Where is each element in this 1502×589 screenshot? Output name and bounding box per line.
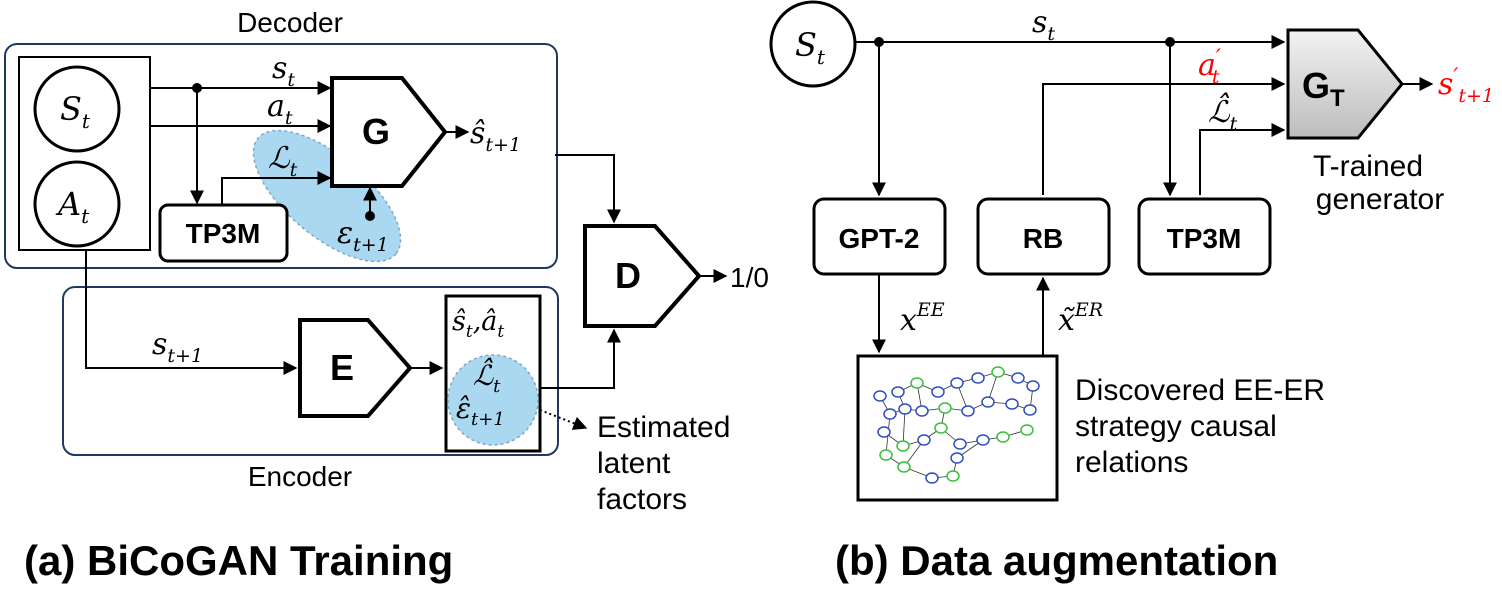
causal-node bbox=[976, 434, 990, 446]
enc-input-label: st+1 bbox=[152, 327, 203, 367]
causal-node bbox=[996, 431, 1010, 443]
tp3m-to-g-arrow bbox=[221, 171, 332, 205]
state-node-label: St bbox=[60, 90, 91, 133]
causal-node bbox=[1026, 380, 1040, 392]
tp3m-box-a bbox=[158, 203, 289, 263]
tp3m-label-a: TP3M bbox=[186, 218, 261, 249]
state-node-b-label: St bbox=[795, 26, 826, 69]
panel-a: Decoder Encoder St At G TP3M st at ℒt εt… bbox=[4, 7, 769, 584]
input-at-label: at bbox=[267, 89, 293, 129]
state-node-st bbox=[33, 65, 121, 153]
causal-node bbox=[931, 386, 945, 398]
d-output-label: 1/0 bbox=[730, 262, 769, 293]
causal-node bbox=[873, 390, 887, 402]
causal-node bbox=[891, 386, 905, 398]
enc-out-L-label: ℒ̂t bbox=[473, 357, 501, 397]
noise-label: εt+1 bbox=[337, 216, 389, 256]
causal-node bbox=[879, 449, 893, 461]
causal-node bbox=[934, 422, 948, 434]
gt-output-label: s′t+1 bbox=[1438, 65, 1494, 107]
causal-node bbox=[981, 396, 995, 408]
causal-node bbox=[915, 405, 929, 417]
causal-node bbox=[925, 472, 939, 484]
generator-g bbox=[330, 76, 448, 188]
discriminator-d bbox=[583, 224, 702, 328]
tp3m-label-b: TP3M bbox=[1167, 223, 1242, 254]
encoder-e-label: E bbox=[330, 347, 354, 388]
a-prime-label: a′t bbox=[1198, 46, 1221, 88]
state-node-b bbox=[769, 0, 857, 88]
causal-edge bbox=[902, 408, 906, 447]
st1-to-e-arrow bbox=[85, 250, 298, 375]
causal-node bbox=[883, 408, 897, 420]
g-output-to-d-arrow bbox=[555, 154, 621, 224]
g-output-label: ŝt+1 bbox=[470, 116, 521, 156]
enc-out-eps-label: ε̂t+1 bbox=[456, 392, 505, 430]
discriminator-d-label: D bbox=[615, 255, 641, 296]
generator-gt-label: GT bbox=[1302, 65, 1345, 112]
tp3m-box-b bbox=[1137, 197, 1272, 276]
encoder-e bbox=[298, 318, 413, 418]
gen-caption-line1: T-rained bbox=[1313, 150, 1423, 183]
action-node-at bbox=[33, 160, 121, 248]
decoder-label: Decoder bbox=[237, 7, 343, 38]
causal-node bbox=[898, 403, 912, 415]
latent-lt-label: ℒt bbox=[268, 141, 298, 181]
gpt2-label: GPT-2 bbox=[839, 223, 920, 254]
causal-node bbox=[896, 440, 910, 452]
causal-node bbox=[877, 426, 891, 438]
causal-node bbox=[950, 452, 964, 464]
rb-box bbox=[976, 197, 1111, 276]
x-er-label: x̃ER bbox=[1058, 299, 1103, 338]
gen-caption-line2: generator bbox=[1316, 183, 1444, 216]
estimated-pointer bbox=[539, 409, 588, 430]
latent-factors-ellipse bbox=[252, 129, 402, 263]
input-st-label: st bbox=[272, 51, 295, 91]
action-node-label: At bbox=[55, 185, 90, 228]
enc-out-to-d-arrow bbox=[540, 328, 621, 389]
panel-b: St st GT s′t+1 a′t ℒ̂t T-rained generato… bbox=[769, 0, 1494, 584]
generator-gt bbox=[1286, 28, 1404, 140]
causal-node bbox=[1023, 404, 1037, 416]
estimated-line-2: latent bbox=[597, 447, 671, 480]
tp3m-to-gt-arrow bbox=[1199, 123, 1286, 195]
input-nodes-box bbox=[18, 56, 151, 251]
top-st-label: st bbox=[1032, 5, 1055, 45]
rb-to-gt-arrow bbox=[1042, 77, 1286, 195]
causal-line-3: relations bbox=[1075, 446, 1188, 479]
causal-node bbox=[991, 366, 1005, 378]
causal-node bbox=[953, 438, 967, 450]
panel-b-caption: (b) Data augmentation bbox=[835, 537, 1278, 584]
estimated-latent-circle bbox=[447, 354, 539, 446]
L-hat-label: ℒ̂t bbox=[1208, 93, 1238, 135]
causal-graph bbox=[873, 366, 1040, 484]
causal-node bbox=[1005, 398, 1019, 410]
x-ee-label: xEE bbox=[900, 299, 945, 338]
generator-g-label: G bbox=[362, 111, 390, 152]
causal-node bbox=[961, 405, 975, 417]
causal-node bbox=[917, 434, 931, 446]
causal-node bbox=[1020, 424, 1034, 436]
causal-node bbox=[971, 372, 985, 384]
causal-node bbox=[950, 377, 964, 389]
encoder-label: Encoder bbox=[248, 461, 352, 492]
causal-line-2: strategy causal bbox=[1075, 410, 1277, 443]
causal-node bbox=[910, 377, 924, 389]
causal-node bbox=[897, 461, 911, 473]
enc-out-sa-label: ŝt,ât bbox=[452, 306, 504, 342]
causal-line-1: Discovered EE-ER bbox=[1075, 374, 1325, 407]
panel-a-caption: (a) BiCoGAN Training bbox=[24, 537, 453, 584]
noise-dot bbox=[365, 211, 375, 221]
rb-label: RB bbox=[1023, 223, 1063, 254]
causal-node bbox=[1011, 372, 1025, 384]
estimated-line-1: Estimated bbox=[597, 411, 730, 444]
causal-node bbox=[946, 470, 960, 482]
encoder-frame bbox=[62, 286, 559, 456]
estimated-line-3: factors bbox=[597, 483, 687, 516]
causal-node bbox=[938, 402, 952, 414]
